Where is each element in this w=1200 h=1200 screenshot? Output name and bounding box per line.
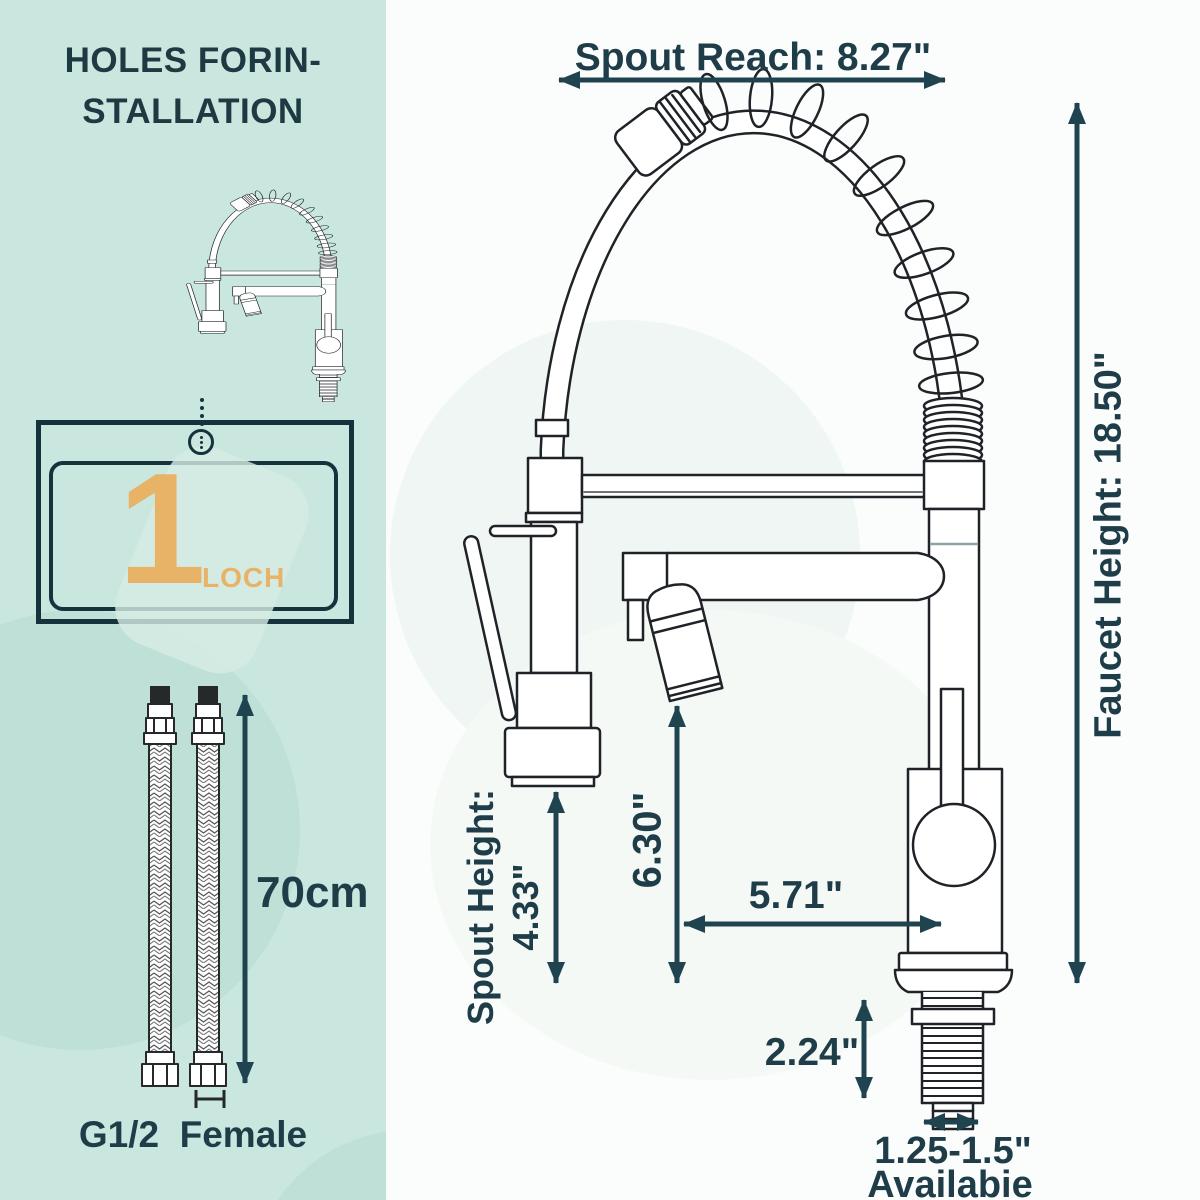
hose-coupling xyxy=(613,86,714,177)
sidebar-title-line1: HOLES FORIN- xyxy=(64,41,322,80)
hole-alignment-dotted-line xyxy=(200,398,204,426)
spray-head xyxy=(646,583,724,703)
hose-length-label: 70cm xyxy=(256,868,369,917)
dimension-arrows xyxy=(236,71,1086,1131)
sink-basin-outline xyxy=(49,434,338,686)
hole-diameter-note: Availabie xyxy=(867,1164,1033,1200)
faucet-left-body xyxy=(463,418,928,788)
spout-to-valve-label: 5.71" xyxy=(748,874,844,917)
supply-hoses-illustration xyxy=(141,686,227,1108)
spout-height-text: Spout Height: xyxy=(460,789,501,1025)
threaded-shank xyxy=(910,990,996,1131)
installation-hole-icon xyxy=(188,429,214,455)
spout-height-label: Spout Height: 4.33" xyxy=(458,789,548,1025)
head-clearance-label: 6.30" xyxy=(625,791,670,889)
hole-unit-label: LOCH xyxy=(202,562,286,593)
diameter-bracket xyxy=(194,1090,226,1108)
faucet-thumbnail-illustration xyxy=(186,190,345,402)
faucet-illustration xyxy=(463,67,1014,1131)
sidebar-title: HOLES FORIN- STALLATION xyxy=(0,36,386,138)
faucet-height-label: Faucet Height: 18.50" xyxy=(1087,351,1130,739)
sidebar-title-line2: STALLATION xyxy=(82,91,304,131)
spring-coil xyxy=(699,67,985,472)
thread-spec-label: G1/2 Female xyxy=(78,1114,308,1155)
deck-thickness-label: 2.24" xyxy=(764,1031,860,1074)
faucet-right-body xyxy=(621,459,1014,1131)
hole-diameter-label: 1.25-1.5" xyxy=(874,1130,1032,1172)
spout-reach-label: Spout Reach: 8.27" xyxy=(574,36,932,79)
spout-height-value: 4.33" xyxy=(505,863,546,951)
hole-count: 1 xyxy=(118,441,206,617)
